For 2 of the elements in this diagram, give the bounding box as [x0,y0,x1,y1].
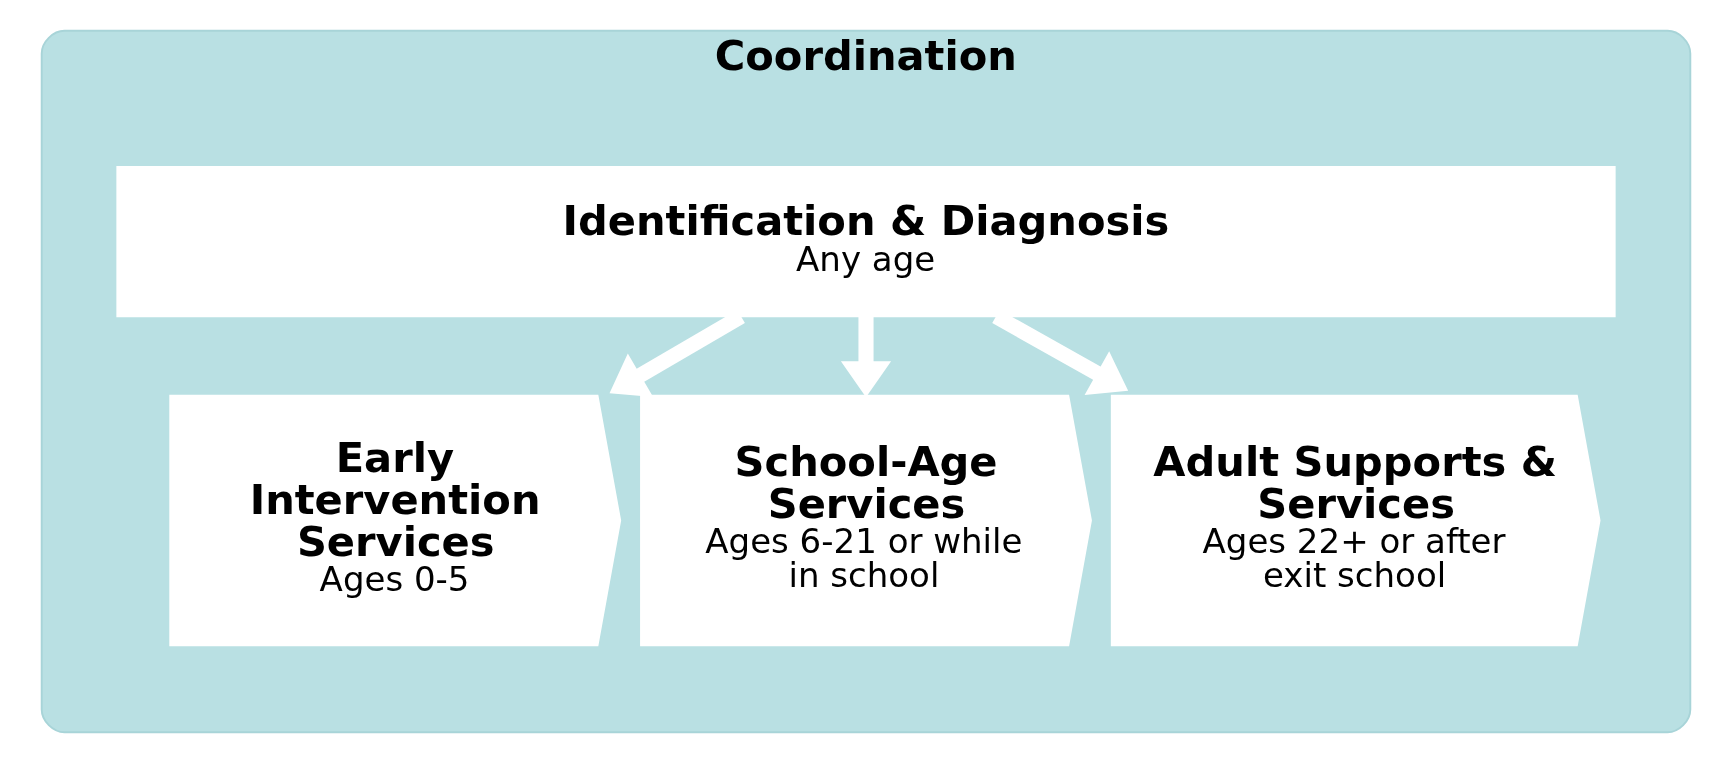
node-box: Identification & Diagnosis Any age [116,165,1616,318]
arrow [840,316,892,398]
